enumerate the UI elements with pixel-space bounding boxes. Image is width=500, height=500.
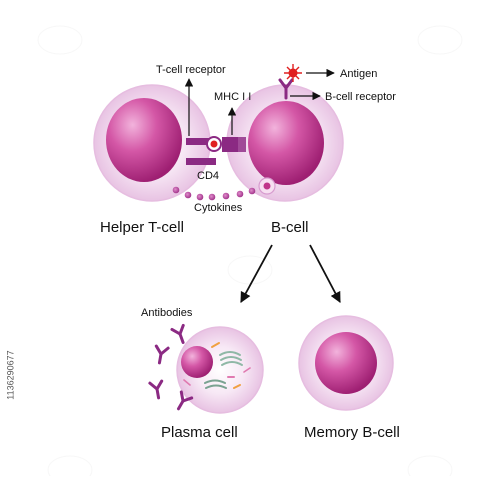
label-tcell-receptor: T-cell receptor <box>156 64 226 76</box>
label-bcell: B-cell <box>271 219 309 236</box>
label-mhc: MHC I I <box>214 91 251 103</box>
cytokine-vesicle <box>258 177 276 195</box>
arrow-to-plasma-cell <box>240 244 273 303</box>
memory-bcell <box>298 315 394 411</box>
plasma-cell <box>176 326 264 414</box>
stock-id-text: 1136290677 <box>6 350 17 400</box>
bcell-receptor-icon <box>278 78 294 100</box>
antibody-icon <box>170 323 185 344</box>
antibody-icon <box>177 390 194 411</box>
antibody-icons <box>148 323 194 411</box>
organelles <box>183 342 251 389</box>
helper-tcell <box>93 84 211 202</box>
antibody-icon <box>154 344 170 365</box>
cytokine-dots <box>172 186 256 201</box>
label-plasma-cell: Plasma cell <box>161 424 238 441</box>
label-memory-bcell: Memory B-cell <box>304 424 400 441</box>
label-bcell-receptor: B-cell receptor <box>325 91 396 103</box>
tcr-mhc-complex <box>186 136 246 165</box>
antigen-icon <box>284 64 302 82</box>
label-antigen: Antigen <box>340 68 377 80</box>
stock-footer-strip <box>0 476 500 500</box>
label-cd4: CD4 <box>197 170 219 182</box>
label-cytokines: Cytokines <box>194 202 243 214</box>
antibody-icon <box>148 379 164 400</box>
label-antibodies: Antibodies <box>141 307 193 319</box>
stock-id-vertical: 1136290677 <box>4 250 18 500</box>
arrow-to-memory-bcell <box>309 244 341 303</box>
label-helper-tcell: Helper T-cell <box>100 219 184 236</box>
label-arrows <box>184 68 335 136</box>
differentiation-arrows <box>240 244 341 303</box>
